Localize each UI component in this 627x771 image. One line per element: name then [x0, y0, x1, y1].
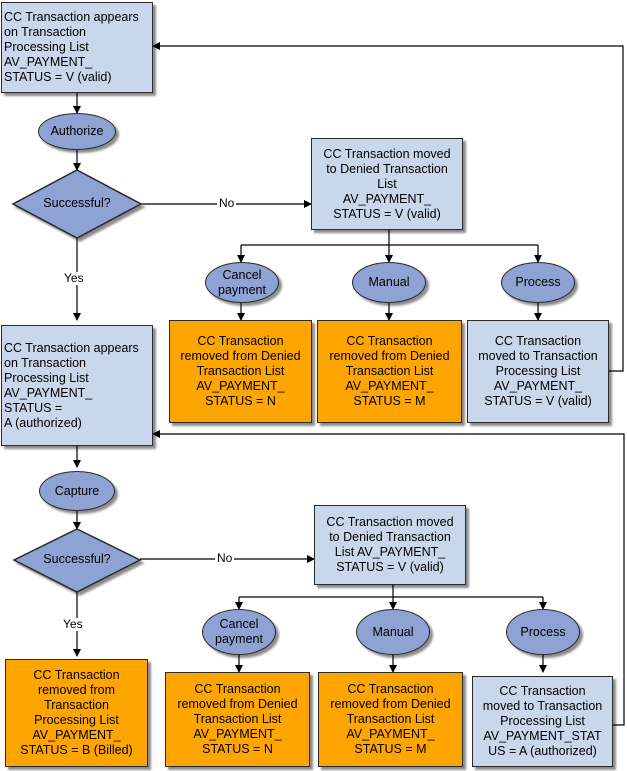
box-removed-status-n-2: CC Transaction removed from Denied Trans… [165, 672, 310, 767]
box-removed-status-n-1: CC Transaction removed from Denied Trans… [169, 320, 312, 423]
edge-label-no-1: No [217, 196, 237, 210]
box-denied-list-1: CC Transaction moved to Denied Transacti… [311, 138, 463, 230]
oval-manual-2: Manual [356, 609, 430, 655]
box-moved-back-authorized: CC Transaction moved to Transaction Proc… [472, 676, 613, 767]
box-denied-list-2: CC Transaction moved to Denied Transacti… [314, 505, 466, 585]
decision-diamond-1 [11, 169, 143, 239]
oval-authorize: Authorize [38, 113, 116, 150]
oval-process-2: Process [506, 609, 580, 655]
oval-process-1: Process [501, 262, 575, 303]
box-removed-billed: CC Transaction removed from Transaction … [5, 659, 148, 767]
oval-capture: Capture [39, 471, 115, 511]
decision-diamond-2 [12, 528, 142, 593]
oval-cancel-payment-1: Cancel payment [205, 262, 279, 303]
oval-cancel-payment-2: Cancel payment [202, 609, 276, 655]
decision-label-successful-2: Successful? [43, 552, 111, 566]
box-removed-status-m-1: CC Transaction removed from Denied Trans… [317, 320, 462, 423]
edge-label-no-2: No [215, 551, 235, 565]
decision-label-successful-1: Successful? [43, 196, 111, 210]
box-moved-back-valid: CC Transaction moved to Transaction Proc… [467, 320, 609, 423]
box-start-valid: CC Transaction appears on Transaction Pr… [1, 2, 153, 93]
box-authorized: CC Transaction appears on Transaction Pr… [1, 325, 153, 446]
oval-manual-1: Manual [352, 262, 426, 303]
box-removed-status-m-2: CC Transaction removed from Denied Trans… [318, 672, 463, 767]
edge-label-yes-2: Yes [61, 617, 85, 631]
edge-label-yes-1: Yes [62, 271, 86, 285]
